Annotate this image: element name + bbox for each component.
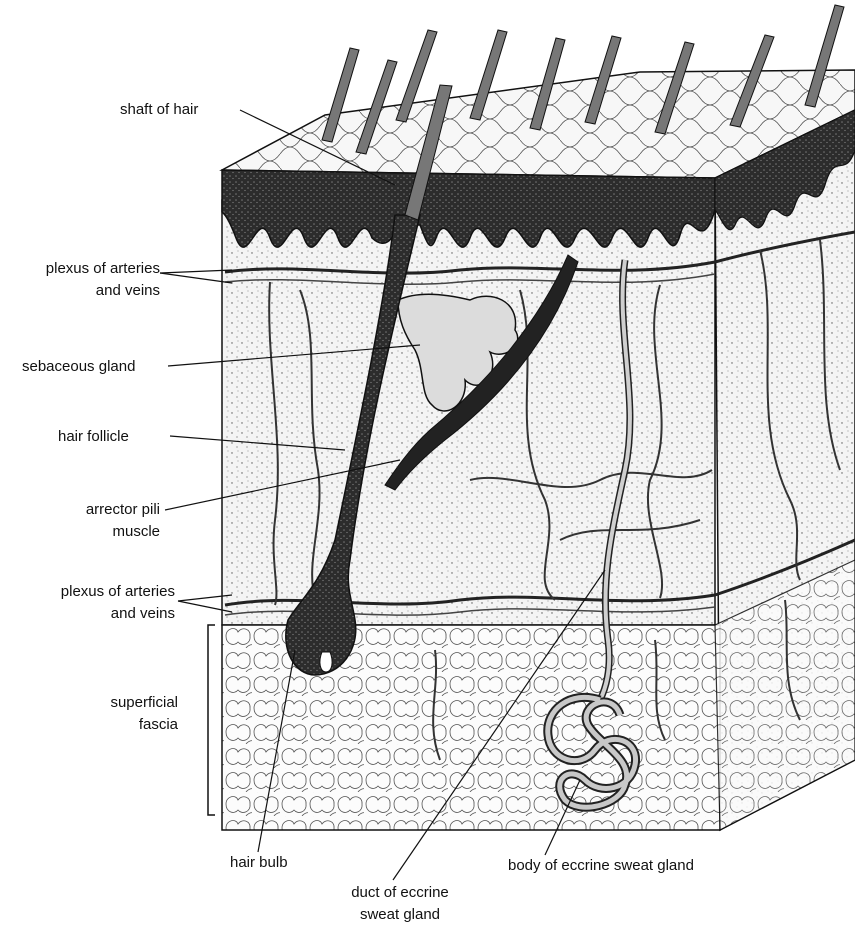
label-hair-follicle: hair follicle (58, 426, 129, 447)
label-plexus-lower-line1: plexus of arteries (10, 581, 175, 602)
label-duct-line2: sweat gland (330, 904, 470, 925)
label-plexus-upper-line2: and veins (10, 280, 160, 301)
label-plexus-upper-line1: plexus of arteries (10, 258, 160, 279)
label-shaft-of-hair: shaft of hair (120, 99, 198, 120)
label-plexus-lower-line2: and veins (10, 603, 175, 624)
label-superficial-fascia-line1: superficial (10, 692, 178, 713)
label-body-sweat-gland: body of eccrine sweat gland (508, 855, 694, 876)
label-arrector-pili-line1: arrector pili (10, 499, 160, 520)
label-duct-line1: duct of eccrine (330, 882, 470, 903)
label-sebaceous-gland: sebaceous gland (22, 356, 135, 377)
label-arrector-pili-line2: muscle (10, 521, 160, 542)
label-superficial-fascia-line2: fascia (10, 714, 178, 735)
fascia-bracket (208, 625, 215, 815)
label-hair-bulb: hair bulb (230, 852, 288, 873)
